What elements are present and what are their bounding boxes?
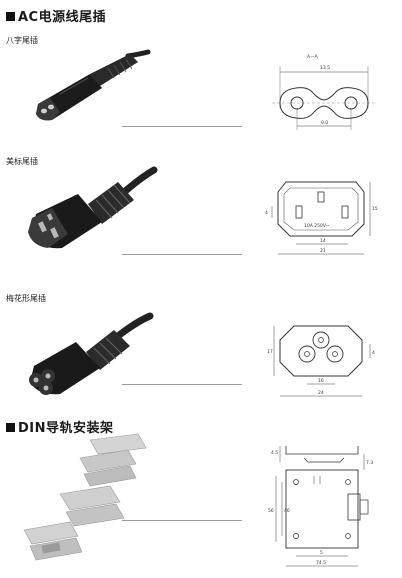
figure8-dim-width: 13.5 bbox=[320, 65, 330, 71]
cloverleaf-dim-a: 16 bbox=[318, 378, 324, 384]
us-dim-c: 4 bbox=[265, 210, 268, 216]
page-title: AC电源线尾插 bbox=[6, 6, 106, 25]
cloverleaf-divider bbox=[122, 384, 242, 385]
us-diagram: 10A 250V~ 15 4 14 21 bbox=[265, 181, 378, 255]
us-dim-b: 21 bbox=[320, 248, 326, 254]
square-bullet-icon bbox=[6, 12, 15, 21]
us-rating-text: 10A 250V~ bbox=[304, 223, 330, 229]
din-dim-d: 56 bbox=[268, 508, 274, 514]
section-label-figure8: 八字尾插 bbox=[6, 36, 38, 45]
figure8-divider bbox=[122, 126, 242, 127]
figure8-section-label: A－A bbox=[307, 54, 319, 60]
page-title-text: AC电源线尾插 bbox=[18, 10, 107, 25]
figure8-diagram: A－A 13.5 9.0 bbox=[272, 54, 376, 130]
cloverleaf-diagram: 17 4 16 24 bbox=[267, 325, 375, 397]
din-diagram: 4.5 7.3 56 46 5 74.5 bbox=[268, 446, 373, 567]
din-dim-a: 4.5 bbox=[271, 450, 278, 456]
din-section-title: DIN导轨安装架 bbox=[6, 417, 114, 436]
din-dim-f: 5 bbox=[320, 550, 323, 556]
cloverleaf-dim-h: 17 bbox=[267, 349, 273, 355]
cloverleaf-dim-b: 24 bbox=[318, 390, 324, 396]
din-rail-image bbox=[23, 433, 147, 561]
square-bullet-icon bbox=[6, 423, 15, 432]
din-divider bbox=[122, 520, 242, 521]
us-divider bbox=[122, 254, 242, 255]
din-dim-b: 7.3 bbox=[366, 460, 373, 466]
us-plug-image bbox=[28, 166, 158, 249]
din-dim-c: 46 bbox=[284, 508, 290, 514]
section-label-cloverleaf: 梅花形尾插 bbox=[6, 294, 46, 303]
section-label-us: 美标尾插 bbox=[6, 157, 38, 166]
cloverleaf-plug-image bbox=[29, 312, 154, 395]
us-dim-a: 14 bbox=[320, 238, 326, 244]
figure8-dim-inner: 9.0 bbox=[321, 120, 328, 126]
us-dim-h: 15 bbox=[372, 206, 378, 212]
cloverleaf-dim-c: 4 bbox=[372, 350, 375, 356]
din-dim-e: 74.5 bbox=[316, 560, 326, 566]
figure8-plug-image bbox=[36, 49, 151, 121]
din-title-text: DIN导轨安装架 bbox=[18, 421, 114, 436]
